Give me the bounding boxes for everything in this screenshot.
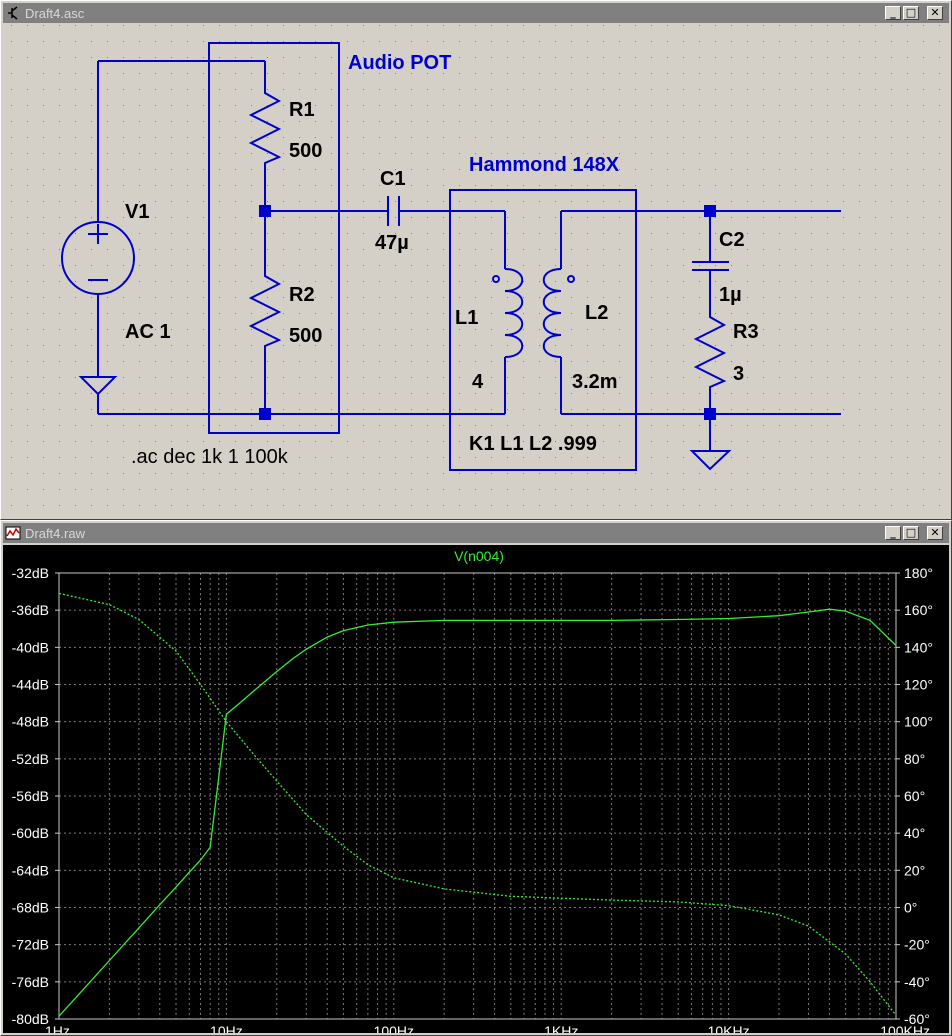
y-right-tick-label: 120° — [904, 677, 933, 693]
r2-name: R2 — [289, 284, 315, 306]
transistor-icon — [8, 6, 18, 20]
r1-resistor — [248, 89, 282, 211]
y-right-tick-label: 160° — [904, 602, 933, 618]
r1-value: 500 — [289, 140, 322, 162]
y-left-tick-label: -52dB — [12, 751, 49, 767]
r2-value: 500 — [289, 325, 322, 347]
maximize-button[interactable]: □ — [903, 6, 919, 20]
y-left-tick-label: -76dB — [12, 974, 49, 990]
plot-traces — [58, 592, 897, 1017]
close-button[interactable]: ✕ — [927, 6, 943, 20]
r3-resistor — [693, 311, 727, 414]
junction — [259, 408, 271, 420]
x-tick-label: 10KHz — [708, 1023, 750, 1033]
c2-name: C2 — [719, 229, 745, 251]
x-axis-labels: 1Hz 10Hz 100Hz 1KHz 10KHz 100KHz — [45, 1023, 930, 1033]
y-left-tick-label: -68dB — [12, 900, 49, 916]
hammond-label: Hammond 148X — [469, 154, 620, 176]
ground-symbol — [78, 376, 118, 396]
y-right-tick-label: 60° — [904, 788, 925, 804]
junction — [259, 205, 271, 217]
y-left-tick-label: -36dB — [12, 602, 49, 618]
y-right-tick-label: 80° — [904, 751, 925, 767]
plot-area[interactable]: -32dB -36dB -40dB -44dB -48dB -52dB -56dB -60dB… — [3, 545, 949, 1033]
y-right-tick-label: -40° — [904, 974, 930, 990]
c2-value: 1µ — [719, 284, 742, 306]
y-left-tick-label: -64dB — [12, 862, 49, 878]
schematic-canvas[interactable]: Audio POT Hammond 148X R1 500 R2 500 C1 … — [3, 25, 949, 517]
y-left-tick-label: -32dB — [12, 565, 49, 581]
y-left-tick-label: -60dB — [12, 825, 49, 841]
r3-value: 3 — [733, 363, 744, 385]
ground-symbol — [689, 450, 732, 471]
magnitude-trace — [58, 608, 897, 1017]
schematic-window: Draft4.asc _ □ ✕ — [0, 0, 952, 520]
plot-grid — [58, 572, 896, 1020]
schematic-title: Draft4.asc — [25, 6, 85, 21]
y-left-tick-label: -44dB — [12, 677, 49, 693]
r3-name: R3 — [733, 321, 759, 343]
c1-value: 47µ — [375, 232, 409, 254]
waveform-icon — [5, 526, 21, 540]
plot-window: Draft4.raw _ □ ✕ -32dB -36dB -40dB -44dB -48… — [0, 520, 952, 1036]
audio-pot-box — [208, 42, 340, 434]
l2-value: 3.2m — [572, 371, 618, 393]
schematic-titlebar[interactable]: Draft4.asc _ □ ✕ — [3, 3, 949, 23]
hammond-box — [449, 189, 637, 471]
minimize-button[interactable]: _ — [885, 526, 901, 540]
close-button[interactable]: ✕ — [927, 526, 943, 540]
y-left-tick-label: -40dB — [12, 639, 49, 655]
y-axis-left-labels: -32dB -36dB -40dB -44dB -48dB -52dB -56dB -60dB… — [12, 565, 59, 1027]
y-right-tick-label: 20° — [904, 862, 925, 878]
plot-title: Draft4.raw — [25, 526, 85, 541]
y-right-tick-label: 0° — [904, 900, 917, 916]
phase-trace — [58, 592, 897, 1016]
y-right-tick-label: 100° — [904, 714, 933, 730]
bode-plot: -32dB -36dB -40dB -44dB -48dB -52dB -56dB -60dB… — [12, 548, 933, 1033]
y-right-tick-label: -60° — [904, 1011, 930, 1027]
x-tick-label: 10Hz — [210, 1023, 243, 1033]
r1-name: R1 — [289, 99, 315, 121]
y-axis-right-labels: 180° 160° 140° 120° 100° 80° 60° 40° 20° 0° -20° -4… — [896, 565, 933, 1027]
y-right-tick-label: 140° — [904, 639, 933, 655]
l1-name: L1 — [455, 307, 478, 329]
x-tick-label: 100Hz — [374, 1023, 414, 1033]
v1-source — [61, 221, 135, 295]
plot-titlebar[interactable]: Draft4.raw _ □ ✕ — [3, 523, 949, 543]
maximize-button[interactable]: □ — [903, 526, 919, 540]
l1-value: 4 — [472, 371, 484, 393]
minimize-button[interactable]: _ — [885, 6, 901, 20]
trace-label[interactable]: V(n004) — [454, 548, 504, 564]
x-tick-label: 100KHz — [880, 1023, 930, 1033]
y-right-tick-label: -20° — [904, 937, 930, 953]
l2-inductor — [542, 268, 562, 358]
v1-name: V1 — [125, 201, 149, 223]
x-tick-label: 1KHz — [544, 1023, 578, 1033]
coupling-directive: K1 L1 L2 .999 — [469, 433, 597, 455]
y-left-tick-label: -80dB — [12, 1011, 49, 1027]
schematic-svg: Audio POT Hammond 148X R1 500 R2 500 C1 … — [3, 25, 949, 517]
junction — [704, 408, 716, 420]
y-left-tick-label: -56dB — [12, 788, 49, 804]
l2-name: L2 — [585, 302, 608, 324]
y-left-tick-label: -48dB — [12, 714, 49, 730]
audio-pot-label: Audio POT — [348, 52, 451, 74]
ac-directive: .ac dec 1k 1 100k — [131, 446, 289, 468]
x-tick-label: 1Hz — [45, 1023, 70, 1033]
y-right-tick-label: 40° — [904, 825, 925, 841]
v1-value: AC 1 — [125, 321, 171, 343]
y-left-tick-label: -72dB — [12, 937, 49, 953]
y-right-tick-label: 180° — [904, 565, 933, 581]
c1-name: C1 — [380, 168, 406, 190]
r2-resistor — [248, 211, 282, 414]
l1-inductor — [504, 268, 524, 358]
junction — [704, 205, 716, 217]
